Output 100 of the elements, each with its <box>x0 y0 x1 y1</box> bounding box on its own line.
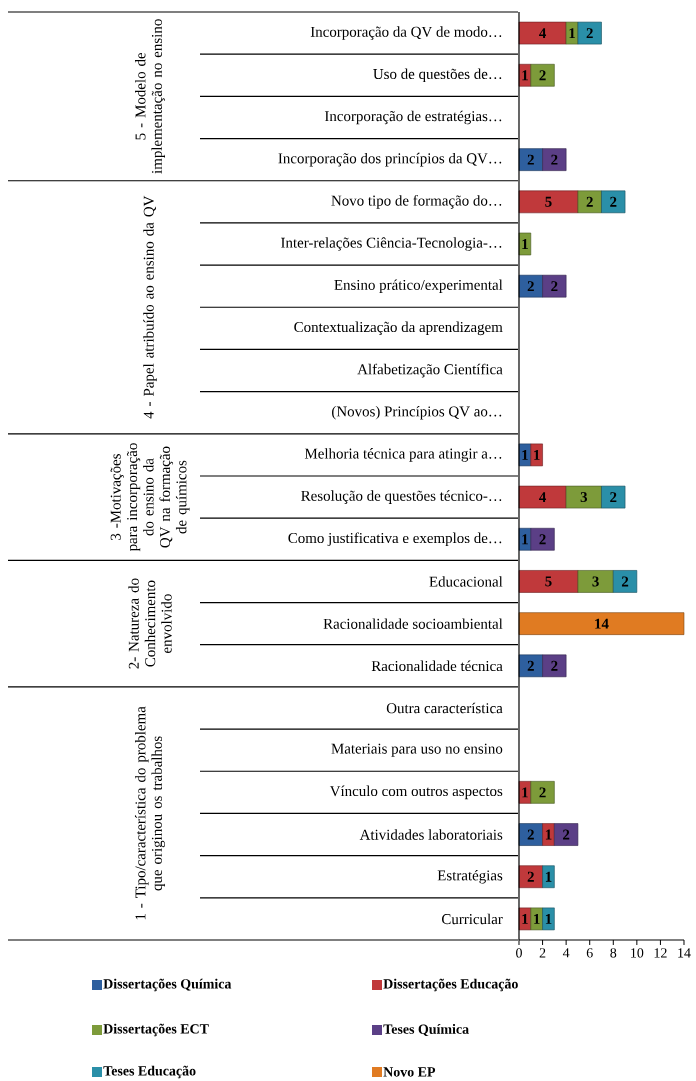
bar-segment: 5 <box>518 570 579 593</box>
legend-label: Teses Química <box>383 1024 469 1036</box>
category-label: Uso de questões de… <box>373 68 502 83</box>
bar-segment: 1 <box>530 907 543 931</box>
bar-segment: 2 <box>518 823 543 846</box>
tick-label: 2 <box>539 948 546 958</box>
data-label: 2 <box>539 70 546 81</box>
bar-segment: 1 <box>530 443 543 467</box>
data-label: 2 <box>551 660 558 671</box>
legend-label: Dissertações ECT <box>103 1023 209 1037</box>
data-label: 2 <box>563 829 570 840</box>
data-label: 1 <box>569 28 575 39</box>
category-label: Curricular <box>442 913 503 925</box>
bar-segment: 2 <box>577 21 602 45</box>
data-label: 2 <box>610 492 617 503</box>
data-label: 1 <box>522 449 528 460</box>
category-label: Inter-relações Ciência-Tecnologia-… <box>281 237 502 251</box>
category-label: Educacional <box>429 576 503 587</box>
data-label: 1 <box>545 913 552 924</box>
bar-segment: 1 <box>518 63 532 87</box>
category-label: (Novos) Princípios QV ao… <box>332 405 502 420</box>
data-label: 2 <box>539 787 546 798</box>
category-label: Estratégias <box>437 869 503 884</box>
category-label: Alfabetização Científica <box>357 363 503 378</box>
bar-segment: 2 <box>518 865 543 888</box>
data-label: 2 <box>586 196 593 207</box>
bar-segment: 2 <box>518 274 543 298</box>
group-label: 2- Natureza do Conhecimento envolvido <box>128 578 172 669</box>
data-label: 2 <box>539 534 546 545</box>
category-label: Novo tipo de formação do… <box>331 194 502 209</box>
group-label: 3 -Motivações para incorporação do ensino da QV na formação de químicos <box>110 443 190 552</box>
legend-label: Novo EP <box>383 1067 436 1077</box>
bar-segment: 5 <box>518 190 579 214</box>
data-label: 1 <box>534 913 540 924</box>
bar-segment: 2 <box>613 570 638 593</box>
tick-label: 6 <box>586 948 593 958</box>
bar-segment: 4 <box>518 21 567 45</box>
data-label: 1 <box>522 70 528 81</box>
data-label: 1 <box>522 787 528 798</box>
bar-segment: 2 <box>542 274 567 298</box>
legend-label: Dissertações Química <box>103 978 232 992</box>
bar-segment: 2 <box>601 485 626 509</box>
bar-segment: 2 <box>577 190 602 214</box>
bar-segment: 14 <box>518 612 685 635</box>
bar-segment: 3 <box>577 570 614 593</box>
category-label: Como justificativa e exemplos de… <box>288 532 502 547</box>
bar-segment: 2 <box>518 654 543 678</box>
data-label: 1 <box>545 829 552 840</box>
bar-segment: 2 <box>530 63 555 87</box>
data-label: 2 <box>621 576 629 587</box>
bar-segment: 1 <box>518 443 532 467</box>
bar-segment: 2 <box>542 654 567 678</box>
category-label: Vínculo com outros aspectos <box>329 785 503 800</box>
category-label: Melhoria técnica para atingir a… <box>304 448 502 462</box>
data-label: 1 <box>534 449 540 460</box>
bar-segment: 2 <box>518 148 543 171</box>
bar-segment: 2 <box>530 781 555 804</box>
category-label: Incorporação da QV de modo… <box>310 26 502 40</box>
category-label: Contextualização da aprendizagem <box>294 321 503 336</box>
legend-label: Dissertações Educação <box>383 978 518 992</box>
tick-label: 14 <box>678 948 691 958</box>
data-label: 1 <box>545 871 552 882</box>
tick-label: 0 <box>516 948 522 958</box>
category-label: Racionalidade socioambiental <box>323 618 503 629</box>
data-label: 2 <box>527 154 534 165</box>
tick-label: 8 <box>610 948 617 958</box>
data-label: 2 <box>527 871 534 882</box>
group-label: 1 - Tipo/característica do problema que originou os trabalhos <box>134 706 165 920</box>
category-label: Materiais para uso no ensino <box>331 743 503 757</box>
data-label: 2 <box>551 154 558 165</box>
group-label: 4 - Papel atribuído ao ensino da QV <box>143 195 157 419</box>
legend-label: Teses Educação <box>103 1065 196 1079</box>
category-label: Outra característica <box>386 702 503 714</box>
category-label: Incorporação dos princípios da QV… <box>278 152 502 167</box>
bar-segment: 3 <box>565 485 602 509</box>
data-label: 2 <box>527 829 534 840</box>
data-label: 2 <box>610 196 617 207</box>
bar-segment: 1 <box>565 21 579 45</box>
data-label: 2 <box>586 28 593 39</box>
bar-segment: 1 <box>518 232 532 256</box>
data-label: 4 <box>539 28 547 39</box>
tick-label: 10 <box>631 948 644 958</box>
category-label: Resolução de questões técnico-… <box>301 490 502 504</box>
bar-segment: 2 <box>554 823 579 846</box>
data-label: 3 <box>592 576 599 587</box>
category-label: Incorporação de estratégias… <box>324 110 502 125</box>
category-label: Atividades laboratoriais <box>359 829 503 840</box>
data-label: 2 <box>551 281 558 292</box>
bar-segment: 1 <box>542 823 555 846</box>
category-label: Ensino prático/experimental <box>334 279 503 293</box>
data-label: 3 <box>580 492 588 503</box>
data-label: 5 <box>545 196 552 207</box>
category-label: Racionalidade técnica <box>371 660 503 672</box>
data-label: 2 <box>527 660 534 671</box>
tick-label: 4 <box>562 948 570 958</box>
data-label: 5 <box>545 576 552 587</box>
data-label: 1 <box>522 913 528 924</box>
tick-label: 12 <box>654 948 667 958</box>
data-label: 1 <box>522 534 528 545</box>
bar-segment: 1 <box>518 527 532 551</box>
